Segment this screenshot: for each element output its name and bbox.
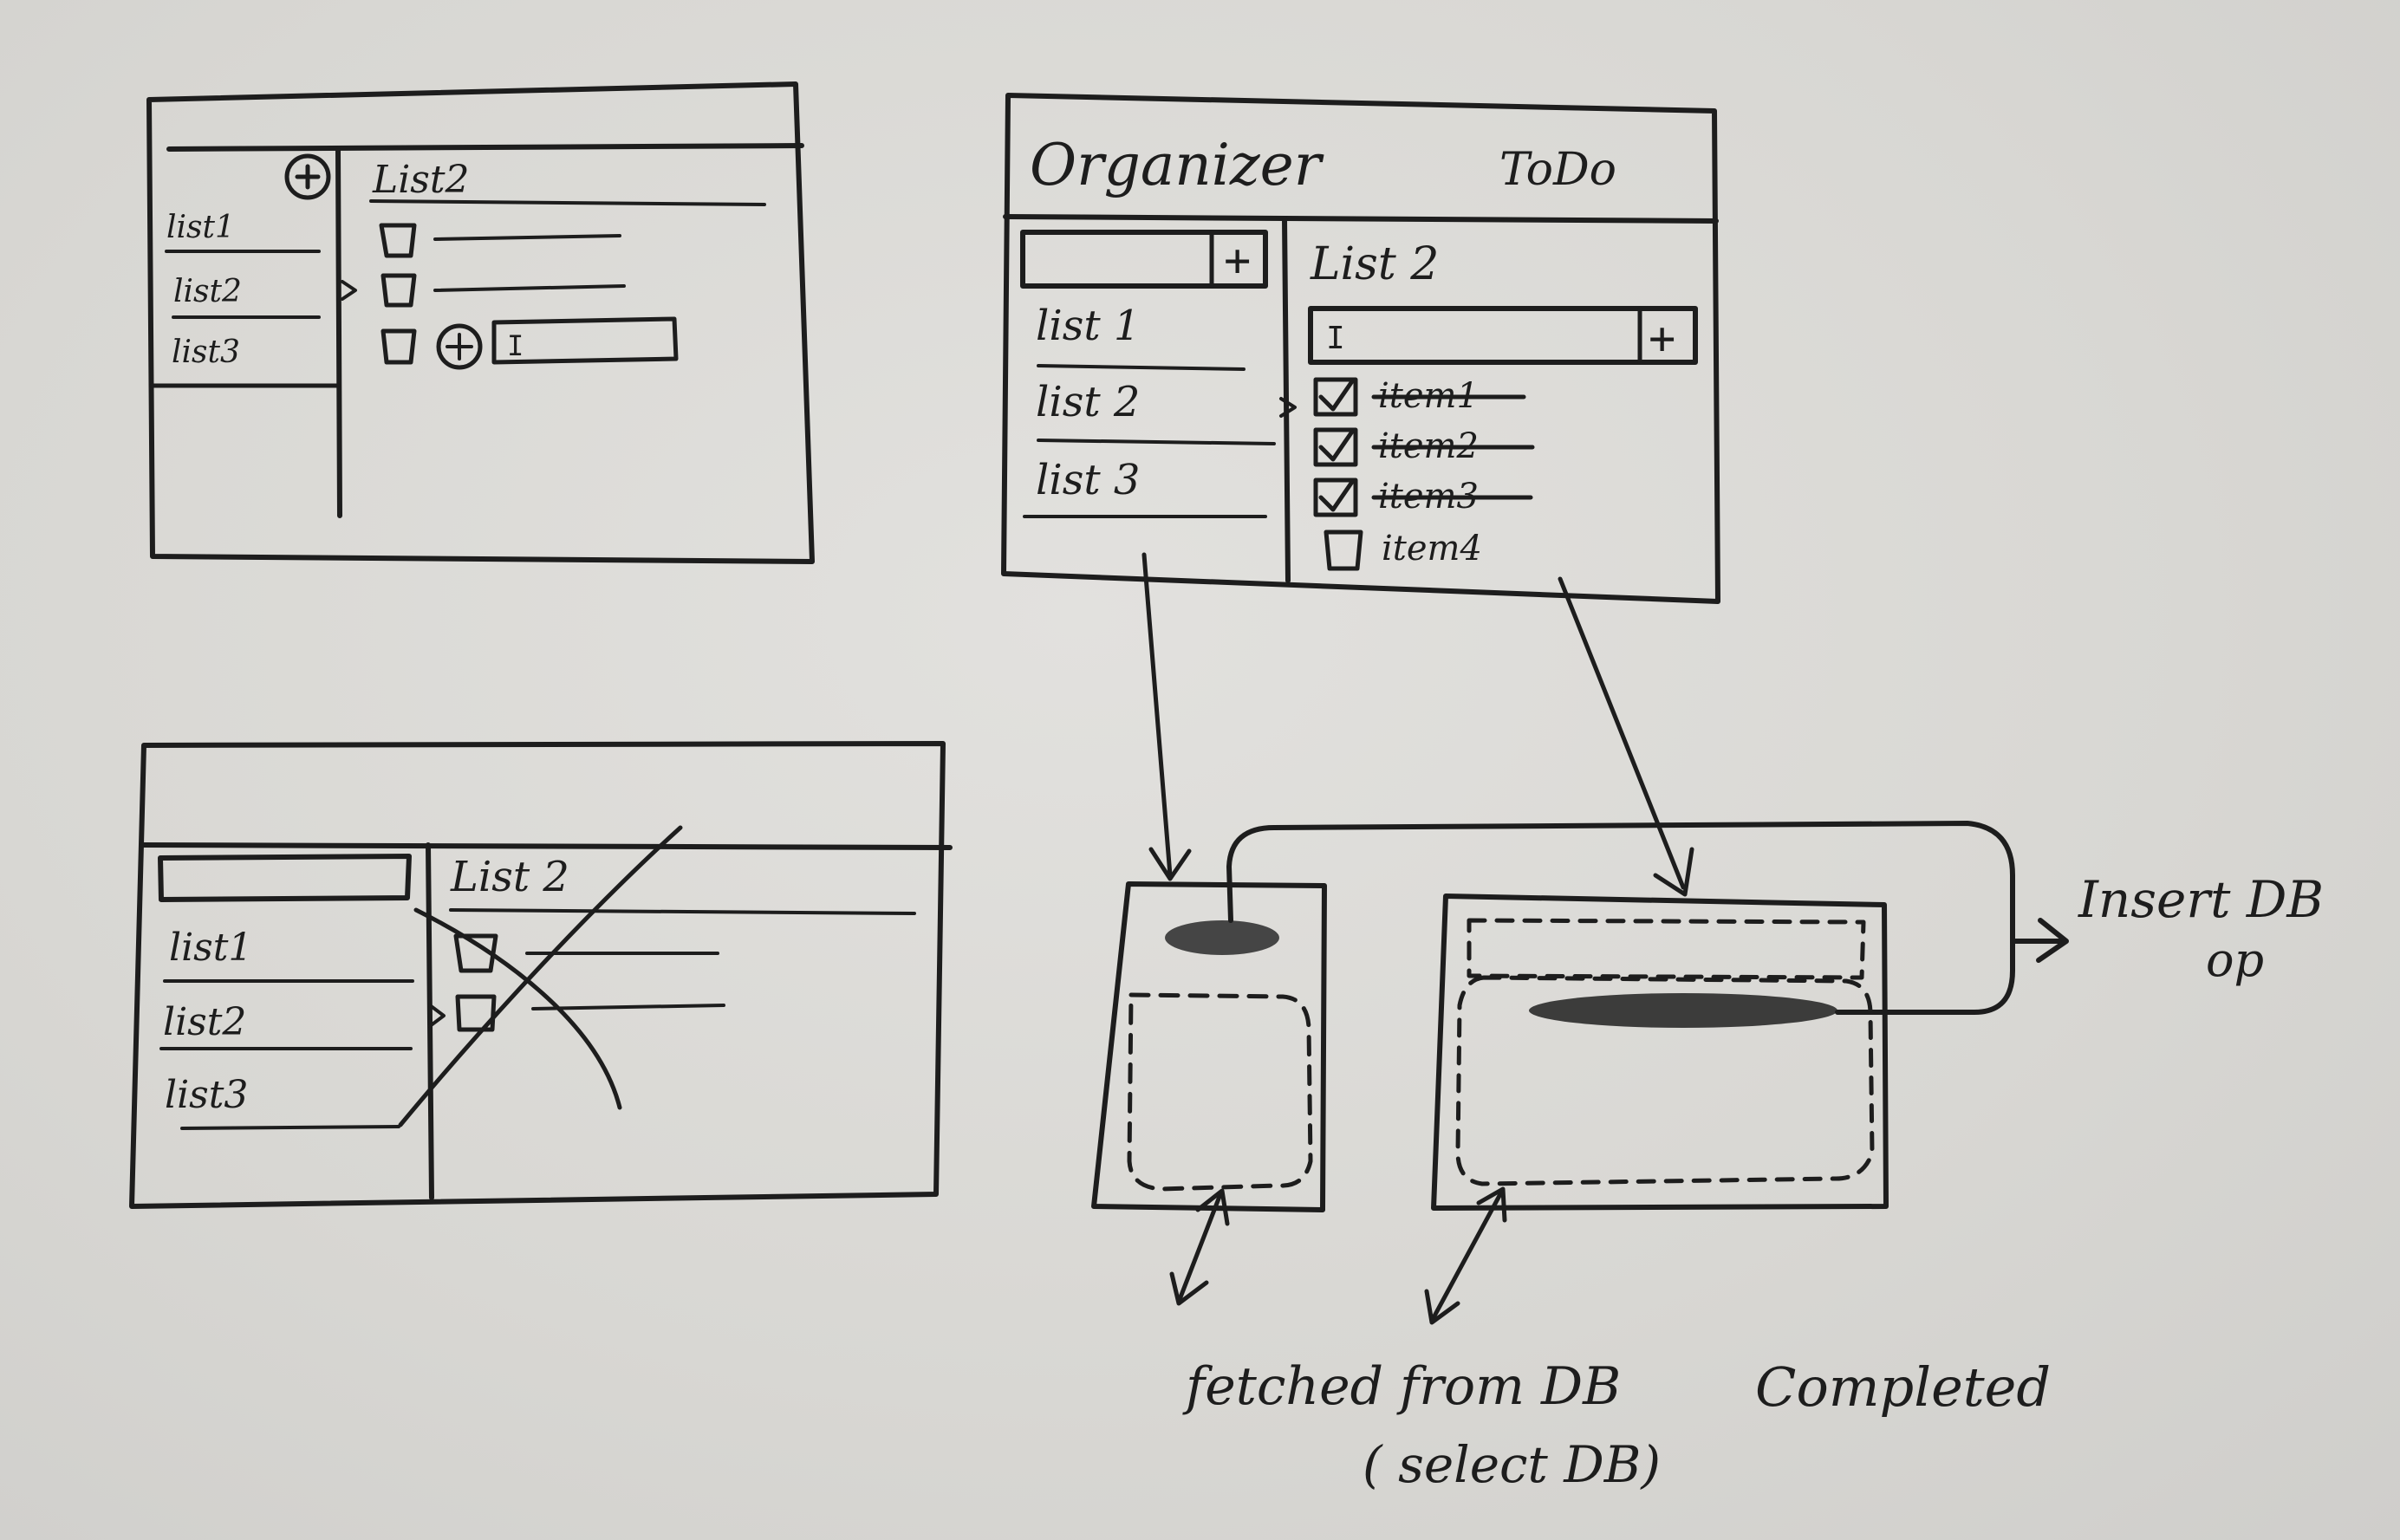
annotations: Insert DB op fetched from DB ( select DB…	[1182, 870, 2324, 1494]
sidebar-item-list3[interactable]: list3	[165, 1073, 248, 1117]
sidebar-flow-arrow	[1141, 552, 1173, 878]
content-flow-arrow	[1558, 576, 1686, 890]
sidebar-item-list-2[interactable]: list 2	[1036, 378, 1140, 426]
item-line-2	[433, 284, 626, 292]
sidebar-item-list3[interactable]: list3	[172, 335, 240, 370]
arrowhead-icon	[1476, 1186, 1507, 1223]
check-icon	[1318, 379, 1355, 412]
completed-items-area	[1455, 975, 1875, 1186]
sketch-a-sidebar-divider	[335, 146, 342, 518]
add-item-button[interactable]	[436, 323, 483, 370]
content-panel	[1431, 893, 1889, 1211]
item-checkbox-1[interactable]	[1313, 377, 1358, 417]
sidebar-item-list-3[interactable]: list 3	[1036, 456, 1140, 504]
item-line-2	[531, 1004, 725, 1010]
select-db-label: ( select DB)	[1363, 1435, 1661, 1494]
sidebar-divider-3	[180, 1125, 400, 1130]
item-checkbox-4[interactable]	[1324, 530, 1363, 571]
insert-flow-line	[1226, 821, 2015, 1015]
selected-pointer-icon	[1279, 397, 1297, 418]
sidebar-item-list1[interactable]: list1	[169, 926, 252, 970]
new-item-input[interactable]	[1308, 306, 1698, 365]
arrowhead-icon	[1195, 1188, 1230, 1226]
plus-icon	[446, 333, 473, 361]
list-input-block	[1165, 920, 1279, 955]
sidebar-panel	[1091, 881, 1327, 1212]
data-flow-diagram	[1091, 552, 2069, 1325]
list-heading: List 2	[1310, 238, 1439, 290]
fetched-arrow-left	[1176, 1192, 1223, 1304]
fetched-from-db-label: fetched from DB	[1182, 1356, 1621, 1417]
sidebar-item-list2[interactable]: list2	[173, 274, 242, 309]
sketch-c-frame	[129, 741, 946, 1209]
arrowhead-icon	[1424, 1289, 1460, 1325]
sketch-b-sidebar-divider	[1282, 216, 1291, 583]
insert-db-op-label: op	[2206, 932, 2264, 987]
check-icon	[1318, 479, 1355, 512]
item-checkbox-1[interactable]	[379, 223, 417, 258]
sketch-c-header-divider	[140, 842, 953, 850]
sidebar-item-list1[interactable]: list1	[166, 210, 235, 245]
new-item-cursor: I	[507, 329, 524, 362]
item-line-1	[433, 234, 621, 241]
item-checkbox-2[interactable]	[1313, 427, 1358, 467]
sketch-c-sidebar-divider	[426, 842, 434, 1200]
selected-pointer-icon	[341, 280, 357, 301]
dashed-header-area	[1467, 918, 1866, 980]
sketch-a-frame	[146, 81, 815, 564]
sketch-b-header-divider	[1003, 214, 1719, 224]
completed-label: Completed	[1755, 1355, 2051, 1419]
sketch-a: List2 list1 list2 list3 I	[146, 81, 815, 564]
list-heading-underline	[449, 908, 916, 915]
cross-out-stroke	[413, 907, 622, 1110]
arrowhead-icon	[1653, 847, 1694, 897]
item-checkbox-2[interactable]	[455, 994, 497, 1032]
plus-icon	[295, 164, 321, 190]
sketch-c: list1 list2 list3 List 2	[129, 741, 953, 1209]
item-label-4: item4	[1382, 529, 1482, 569]
app-name: Organizer	[1030, 132, 1324, 198]
sidebar-item-list-1[interactable]: list 1	[1036, 302, 1140, 350]
new-item-cursor: I	[1326, 321, 1345, 356]
new-item-input[interactable]	[491, 316, 679, 365]
insert-db-label: Insert DB	[2078, 870, 2324, 929]
item-checkbox-3[interactable]	[1313, 478, 1358, 517]
item-input-block	[1529, 993, 1837, 1028]
list-heading: List 2	[450, 853, 569, 901]
item-checkbox-3[interactable]	[380, 328, 417, 365]
add-list-button[interactable]	[284, 153, 331, 200]
item-checkbox-2[interactable]	[380, 273, 417, 308]
sidebar-divider-2	[1037, 439, 1276, 445]
cross-out-stroke	[398, 825, 683, 1127]
item-checkbox-1[interactable]	[453, 933, 498, 973]
fetched-arrow-right	[1429, 1190, 1504, 1323]
new-list-input[interactable]	[158, 854, 412, 902]
add-list-button[interactable]: +	[1224, 235, 1251, 287]
list-heading: List2	[372, 158, 470, 202]
check-icon	[1318, 429, 1355, 462]
list-heading-underline	[369, 199, 766, 206]
selected-pointer-icon	[428, 1004, 446, 1028]
sidebar-divider-1	[1037, 364, 1246, 371]
add-item-button[interactable]: +	[1649, 313, 1675, 365]
fetched-lists-area	[1127, 992, 1313, 1192]
page-title: ToDo	[1499, 144, 1616, 196]
sketch-b-frame	[1001, 93, 1720, 604]
sketch-a-header-divider	[166, 143, 804, 152]
insert-arrowhead	[2036, 918, 2069, 963]
sidebar-item-list2[interactable]: list2	[163, 1000, 246, 1044]
arrowhead-icon	[1148, 847, 1192, 881]
new-list-input[interactable]	[1020, 230, 1268, 289]
sketch-b: Organizer ToDo + list 1 list 2 list 3 Li…	[1001, 93, 1720, 604]
arrowhead-icon	[1169, 1271, 1209, 1306]
